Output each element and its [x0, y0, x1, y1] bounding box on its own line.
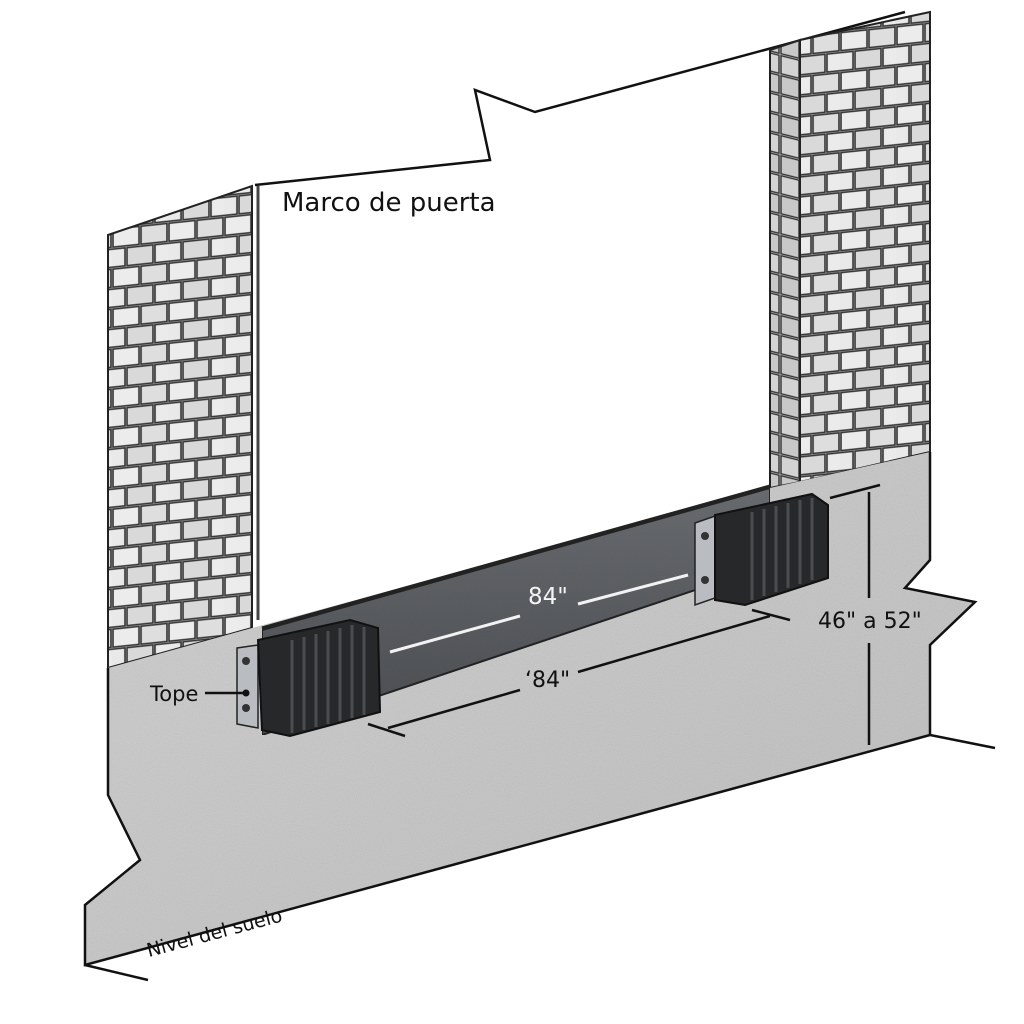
plate-dimension-line	[389, 573, 689, 654]
floor-dimension-line	[367, 608, 791, 738]
height-dimension-label: 46" a 52"	[818, 609, 922, 634]
left-bumper	[236, 618, 382, 738]
right-bumper	[694, 492, 829, 607]
floor-dimension-label: ‘84"	[525, 668, 571, 693]
dock-outline	[83, 452, 996, 982]
left-brick-wall	[107, 184, 260, 670]
right-brick-wall	[769, 10, 931, 490]
wall-outline	[254, 10, 906, 187]
plate-dimension-label: 84"	[528, 584, 568, 610]
height-dimension-line	[829, 483, 881, 745]
door-frame-label: Marco de puerta	[282, 188, 496, 218]
bumper-leader	[205, 689, 250, 697]
bumper-label: Tope	[150, 682, 199, 706]
